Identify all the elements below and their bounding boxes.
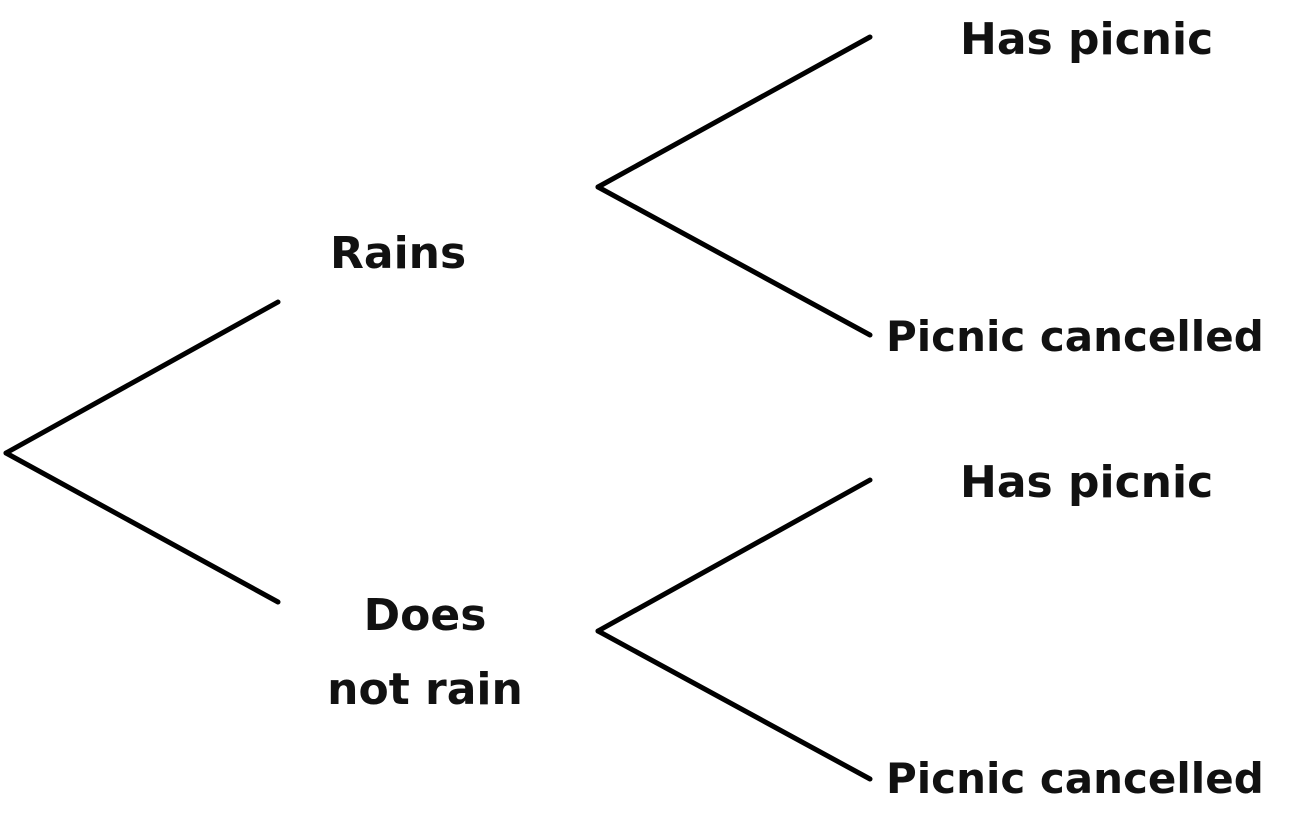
node-does-not-rain-line2: not rain	[327, 664, 523, 715]
branch-root-to-rains	[3, 299, 281, 456]
branch-rains-to-has-picnic	[595, 34, 873, 190]
outcome-rains-picnic-cancelled: Picnic cancelled	[886, 312, 1264, 361]
outcome-norain-has-picnic: Has picnic	[960, 457, 1214, 508]
node-does-not-rain: Does not rain	[322, 594, 528, 712]
node-rains: Rains	[330, 228, 467, 279]
branch-rains-to-picnic-cancelled	[595, 184, 873, 338]
outcome-rains-has-picnic: Has picnic	[960, 14, 1214, 65]
branch-norain-to-has-picnic	[595, 477, 873, 634]
branch-root-to-does-not-rain	[3, 450, 281, 605]
node-does-not-rain-line1: Does	[363, 590, 487, 641]
outcome-norain-picnic-cancelled: Picnic cancelled	[886, 754, 1264, 803]
branch-norain-to-picnic-cancelled	[595, 628, 873, 782]
